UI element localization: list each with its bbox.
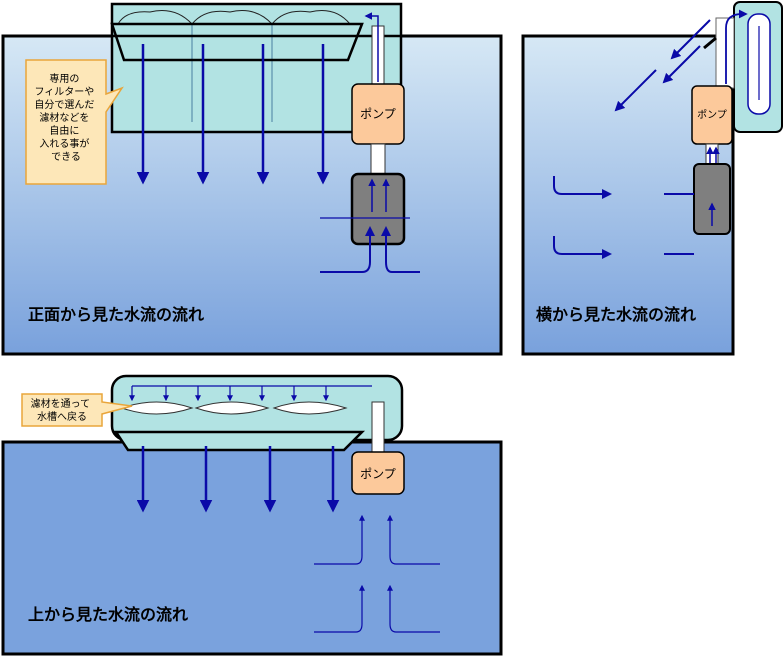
- top-filter-media: [272, 401, 348, 415]
- top-pump: [351, 451, 405, 495]
- front-view-title: 正面から見た水流の流れ: [28, 305, 204, 324]
- front-motor: [350, 172, 406, 246]
- top-view: ポンプ 濾材を通って 水槽へ戻る 上から見た水流の流れ: [1, 374, 503, 656]
- side-motor: [693, 163, 731, 235]
- front-filter-tray: [110, 22, 364, 62]
- front-view: ポンプ 専用の フィルターや 自分で選んだ 濾材などを 自由に 入れる事が でき…: [1, 2, 503, 356]
- top-pump-label: ポンプ: [360, 467, 396, 481]
- front-pump-label: ポンプ: [360, 107, 396, 121]
- top-view-title: 上から見た水流の流れ: [28, 605, 188, 624]
- front-filter-pockets: [117, 10, 351, 25]
- front-callout: [25, 59, 124, 185]
- top-callout-text: 濾材を通って 水槽へ戻る: [31, 397, 94, 423]
- top-filter-media: [194, 401, 270, 415]
- side-view: ポンプ 横から見た水流の流れ: [521, 1, 783, 356]
- side-pump-label: ポンプ: [697, 109, 727, 121]
- top-callout: [21, 393, 133, 427]
- front-callout-text: 専用の フィルターや 自分で選んだ 濾材などを 自由に 入れる事が できる: [34, 73, 97, 163]
- side-view-title: 横から見た水流の流れ: [536, 305, 696, 324]
- top-tank: [1, 440, 503, 656]
- top-filter-media: [120, 401, 194, 415]
- top-filter-tray: [113, 430, 366, 452]
